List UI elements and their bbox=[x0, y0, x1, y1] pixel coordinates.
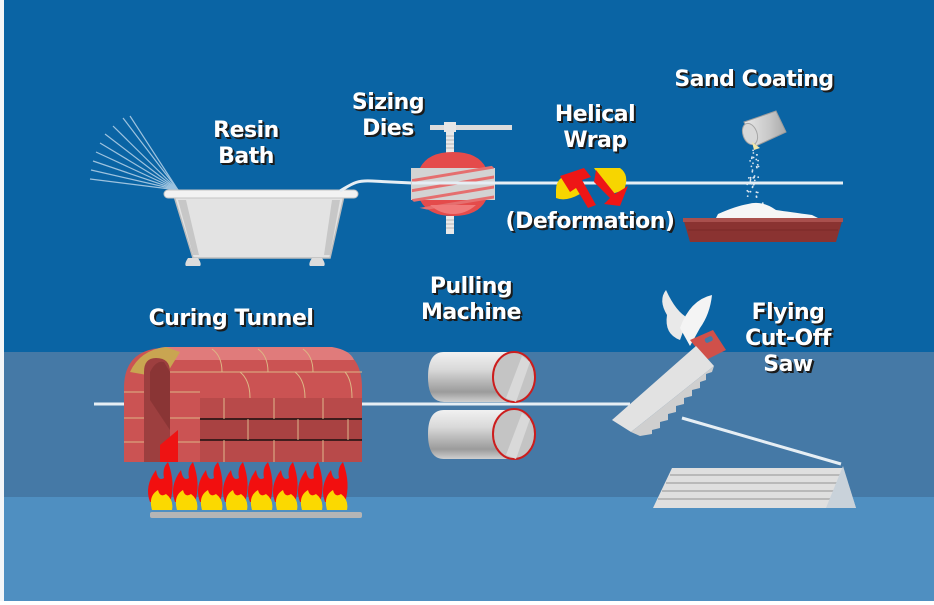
label-line: Bath bbox=[218, 144, 274, 169]
sand-grain bbox=[747, 190, 750, 193]
sand-grain bbox=[752, 177, 755, 179]
label-line: Sizing bbox=[351, 90, 425, 115]
label-line: Sand Coating bbox=[674, 67, 834, 92]
flame-yellow bbox=[150, 490, 173, 510]
flame-red bbox=[173, 462, 198, 502]
winged-saw-icon bbox=[612, 290, 726, 436]
sand-grain bbox=[756, 191, 759, 194]
sand-grain bbox=[749, 190, 752, 193]
flame-red bbox=[198, 462, 223, 502]
sand-grain bbox=[749, 178, 752, 181]
flame-yellow bbox=[250, 490, 273, 510]
flame-yellow bbox=[325, 490, 348, 510]
label-line: (Deformation) bbox=[505, 209, 675, 234]
label-line: Pulling bbox=[429, 274, 513, 299]
sand-grain bbox=[749, 176, 752, 179]
flame-red bbox=[273, 462, 298, 502]
label-line: Wrap bbox=[563, 128, 627, 153]
flame-red bbox=[148, 462, 173, 502]
label-pulling-machine: Pulling Machine bbox=[406, 274, 536, 326]
sand-grain bbox=[755, 158, 758, 161]
helical-arrows-icon bbox=[556, 168, 628, 208]
label-line: Cut-Off bbox=[745, 326, 831, 351]
sand-grain bbox=[750, 165, 753, 168]
sand-grain bbox=[757, 176, 760, 179]
label-cut-off-saw: Flying Cut-Off Saw bbox=[726, 300, 850, 378]
label-line: Machine bbox=[420, 300, 522, 325]
sand-grain bbox=[755, 195, 758, 198]
sand-grain bbox=[756, 163, 759, 166]
label-helical-wrap: Helical Wrap bbox=[540, 102, 650, 154]
label-line: Curing Tunnel bbox=[148, 306, 314, 331]
rod-stack-icon bbox=[653, 466, 856, 508]
flame-red bbox=[298, 462, 323, 502]
sand-grain bbox=[752, 162, 754, 165]
label-deformation: (Deformation) bbox=[498, 209, 682, 235]
sand-grain bbox=[749, 160, 751, 162]
sand-cup-icon bbox=[741, 110, 787, 150]
label-line: Dies bbox=[362, 116, 414, 141]
sand-grain bbox=[757, 165, 760, 168]
label-line: Saw bbox=[763, 352, 813, 377]
sand-grain bbox=[752, 156, 755, 159]
sand-grain bbox=[747, 177, 750, 179]
flame-yellow bbox=[225, 490, 248, 510]
roller-pair-icon bbox=[428, 351, 536, 460]
sand-grain bbox=[751, 170, 754, 173]
label-line: Resin bbox=[213, 118, 279, 143]
sand-grain bbox=[752, 183, 755, 186]
sand-grain bbox=[755, 165, 758, 168]
brick-tunnel-icon bbox=[124, 347, 362, 462]
sand-grain bbox=[751, 169, 754, 172]
label-line: Flying bbox=[751, 300, 825, 325]
sand-grain bbox=[752, 152, 755, 154]
sand-grain bbox=[756, 154, 758, 156]
label-sand-coating: Sand Coating bbox=[652, 67, 856, 93]
sand-grain bbox=[750, 157, 753, 160]
flame-red bbox=[223, 462, 248, 502]
cut-rod bbox=[681, 416, 842, 466]
label-resin-bath: Resin Bath bbox=[196, 118, 296, 170]
flames-icon bbox=[148, 462, 348, 510]
label-sizing-dies: Sizing Dies bbox=[338, 90, 438, 142]
sand-tray-icon bbox=[683, 202, 843, 242]
sand-grain bbox=[757, 159, 759, 162]
sand-grain bbox=[752, 149, 754, 152]
sand-grain bbox=[746, 183, 749, 186]
sand-grain bbox=[746, 195, 749, 198]
flame-yellow bbox=[300, 490, 323, 510]
flame-yellow bbox=[175, 490, 198, 510]
rod-bath-to-die bbox=[339, 179, 413, 193]
bathtub-icon bbox=[163, 189, 359, 266]
flame-red bbox=[323, 462, 348, 502]
sand-grain bbox=[755, 191, 758, 194]
fiber-strands-icon bbox=[89, 115, 179, 191]
sand-grain bbox=[753, 179, 756, 182]
label-line: Helical bbox=[554, 102, 636, 127]
label-curing-tunnel: Curing Tunnel bbox=[126, 306, 336, 332]
flame-yellow bbox=[200, 490, 223, 510]
background-floor bbox=[4, 497, 934, 601]
sand-grain bbox=[750, 183, 753, 185]
burner-bar bbox=[150, 512, 362, 518]
flame-yellow bbox=[275, 490, 298, 510]
sand-grain bbox=[751, 186, 754, 189]
left-edge-strip bbox=[0, 0, 4, 601]
flame-red bbox=[248, 462, 273, 502]
sand-grain bbox=[749, 180, 752, 182]
